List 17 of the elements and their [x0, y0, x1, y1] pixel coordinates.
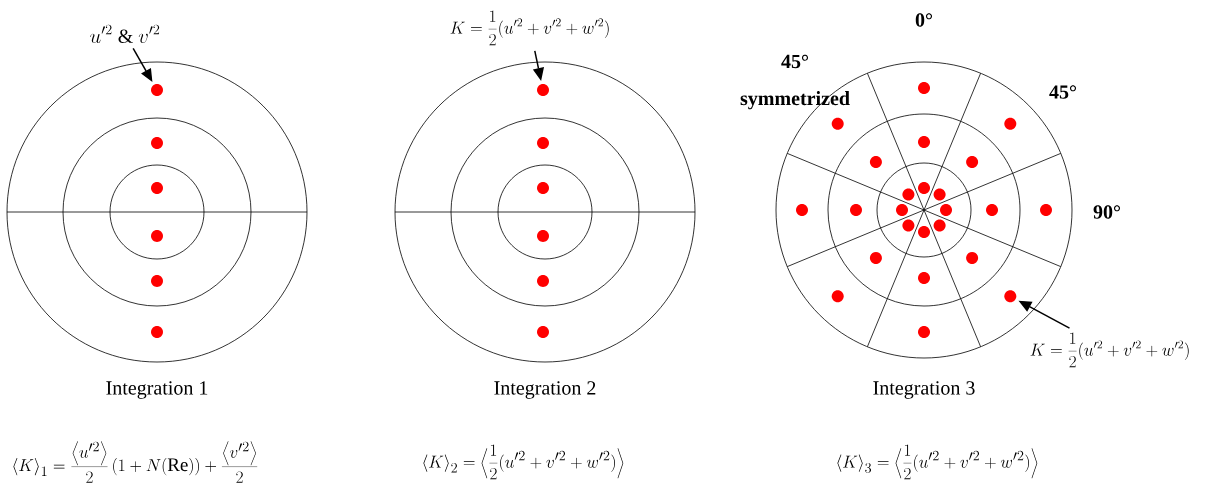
sample-point [537, 84, 549, 96]
sample-point [1004, 290, 1017, 303]
equation: $\left\langle K\right\rangle_{1}=\frac{\left\langle u'^{2}\right\rangle}{2}\left(1+N(\mathrm{Re})\right)+\frac{\left\langle v'^{2}\right\rangle}{2}$ [13, 441, 258, 483]
sample-point [151, 84, 163, 96]
formula-label: $u'^{2}\ \&\ v'^{2}$ [90, 24, 160, 44]
formula-label: $K=\frac{1}{2}(u'^{2}+v'^{2}+w'^{2})$ [450, 10, 609, 46]
angle-label: 90° [1093, 205, 1121, 219]
angle-label: 0° [915, 13, 933, 27]
panel-caption: Integration 1 [106, 381, 208, 399]
arrow [132, 47, 153, 82]
panel-caption: Integration 2 [494, 381, 596, 399]
angle-label: 45° [1049, 85, 1077, 99]
equation: $\left\langle K\right\rangle_{3}=\left\langle\frac{1}{2}(u'^{2}+v'^{2}+w'^{2})\right\rangle$ [837, 444, 1038, 480]
angle-label: 45° symmetrized [740, 54, 850, 110]
equation: $\left\langle K\right\rangle_{2}=\left\langle\frac{1}{2}(u'^{2}+v'^{2}+w'^{2})\right\rangle$ [423, 444, 624, 480]
panel-caption: Integration 3 [873, 381, 975, 399]
formula-label: $K=\frac{1}{2}(u'^{2}+v'^{2}+w'^{2})$ [1030, 332, 1189, 368]
